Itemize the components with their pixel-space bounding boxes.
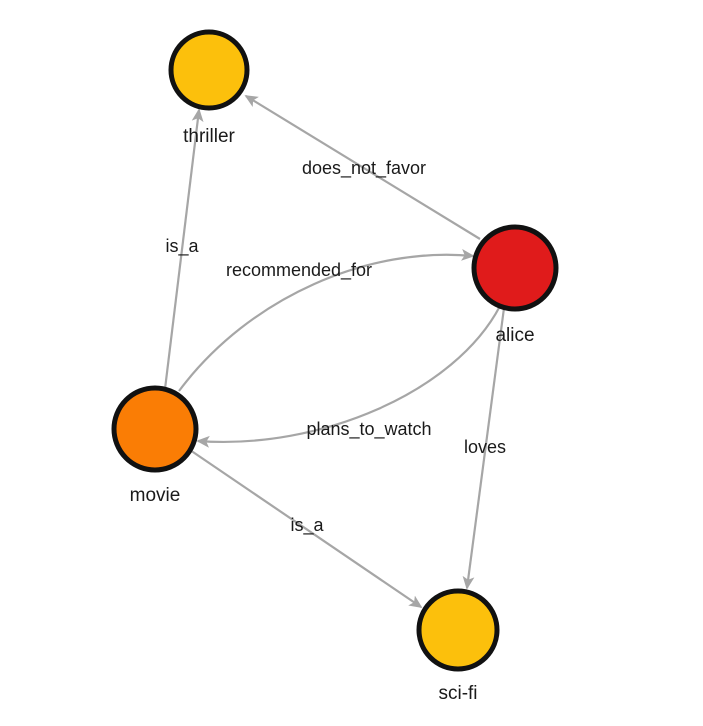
nodes-layer [111, 29, 559, 672]
node-label-movie: movie [130, 485, 181, 506]
edge-label-is_a-thriller: is_a [165, 236, 199, 257]
edge-alice-does_not_favor-thriller[interactable] [244, 95, 481, 240]
node-labels-layer: thriller alice movie sci-fi [130, 126, 535, 704]
edge-label-loves: loves [464, 437, 506, 457]
edge-label-plans_to_watch: plans_to_watch [306, 419, 431, 440]
edge-movie-is_a-thriller[interactable] [163, 108, 204, 390]
edges-layer [163, 95, 506, 608]
edge-alice-plans_to_watch-movie[interactable] [196, 305, 501, 448]
edge-alice-loves-sci-fi[interactable] [462, 307, 506, 590]
edge-label-recommended_for: recommended_for [226, 260, 372, 281]
node-sci-fi[interactable] [416, 588, 500, 672]
edge-movie-is_a-sci-fi[interactable] [189, 449, 423, 608]
edge-label-does_not_favor: does_not_favor [302, 158, 426, 179]
node-label-sci-fi: sci-fi [438, 683, 477, 704]
edge-labels-layer: does_not_favor is_a recommended_for plan… [165, 158, 506, 536]
node-alice[interactable] [471, 224, 559, 312]
node-movie[interactable] [111, 385, 199, 473]
edge-label-is_a-sci-fi: is_a [290, 515, 324, 536]
node-label-thriller: thriller [183, 126, 235, 147]
node-thriller[interactable] [168, 29, 250, 111]
edge-movie-recommended_for-alice[interactable] [178, 248, 475, 392]
node-label-alice: alice [495, 325, 534, 346]
